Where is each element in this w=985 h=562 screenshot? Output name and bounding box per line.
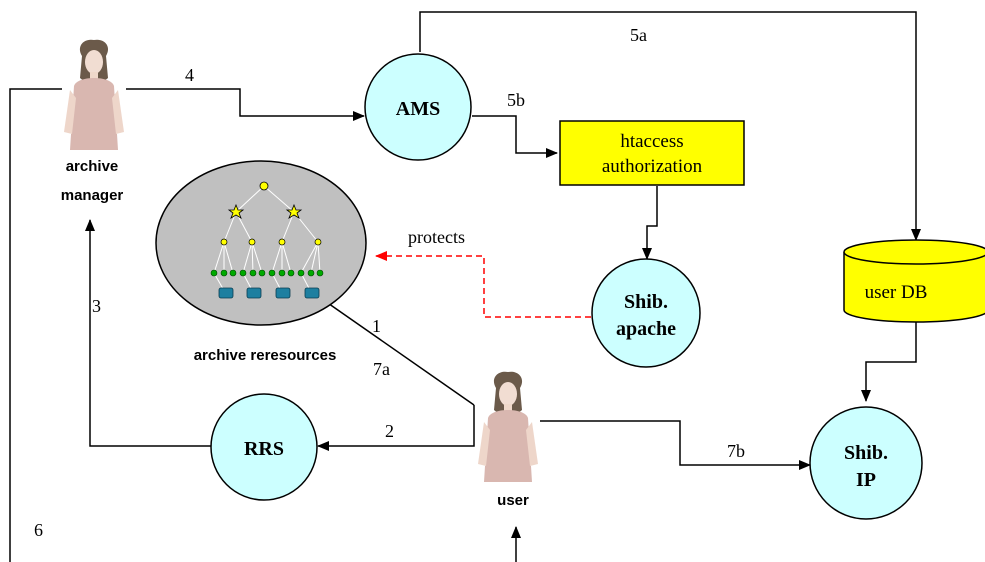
user-db-cylinder: user DB [843,239,985,323]
edge-5a [419,11,921,241]
edge-label-6: 6 [34,520,43,540]
edge-label-1: 1 [372,316,381,336]
ams-label: AMS [396,98,440,120]
shib-ip-label-line1: Shib. [844,442,888,464]
archive-manager-label-line2: manager [61,187,124,204]
user-db-label: user DB [865,282,928,303]
edge-7b [540,420,811,470]
edge-label-2: 2 [385,421,394,441]
edge-label-7b: 7b [727,441,745,461]
archive-manager-label-line1: archive [66,158,119,175]
edge-1-7a [311,291,475,406]
edge-db-ip [861,322,917,402]
edge-label-5a: 5a [630,25,647,45]
edge-label-4: 4 [185,65,194,85]
shib-apache-label-line2: apache [616,318,676,340]
archive-manager-figure [64,39,124,150]
archive-resources-cloud [155,160,367,326]
edge-3 [85,219,211,447]
edge-6 [9,88,62,562]
shib-apache-node: Shib. apache [591,258,701,368]
edge-label-5b: 5b [507,90,525,110]
htaccess-label-line1: htaccess [620,131,683,152]
user-figure [478,371,538,482]
edge-label-protects: protects [408,227,465,247]
htaccess-box: htaccess authorization [559,120,745,186]
shib-ip-label-line2: IP [856,469,876,491]
archive-resources-label: archive reresources [194,347,337,364]
edge-protects [375,251,591,318]
edge-2 [317,405,475,451]
rrs-label: RRS [244,438,284,460]
edge-4 [126,88,365,121]
edge-5b [472,115,558,158]
ams-node: AMS [364,53,472,161]
edge-label-3: 3 [92,296,101,316]
edge-htaccess-shib [642,186,658,260]
edge-label-7a: 7a [373,359,390,379]
htaccess-label-line2: authorization [602,156,703,177]
shib-apache-label-line1: Shib. [624,291,668,313]
user-label: user [497,492,529,509]
shib-ip-node: Shib. IP [809,406,923,520]
rrs-node: RRS [210,393,318,501]
